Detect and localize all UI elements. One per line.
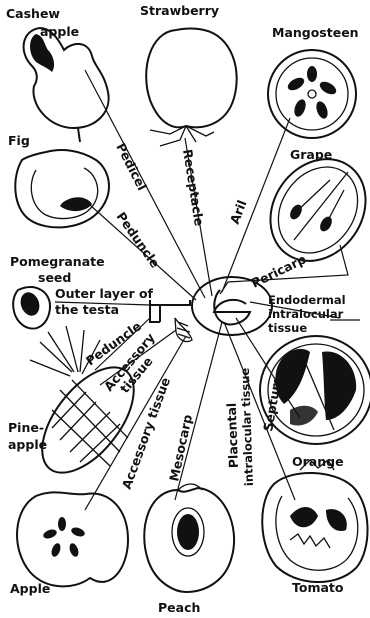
label-peach: Peach (158, 600, 200, 615)
cashew-apple-icon (24, 28, 109, 142)
label-receptacle: Receptacle (180, 148, 207, 227)
fig-icon (15, 150, 109, 227)
label-pine: Pine- (8, 420, 44, 435)
label-mesocarp: Mesocarp (166, 413, 195, 483)
label-outer-testa-2: the testa (55, 302, 119, 317)
label-mangosteen: Mangosteen (272, 25, 359, 40)
label-outer-testa: Outer layer of (55, 286, 154, 301)
label-pomegranate-seed: seed (38, 270, 71, 285)
peach-icon (144, 484, 234, 592)
label-aril: Aril (227, 198, 250, 226)
label-fig: Fig (8, 133, 30, 148)
label-cashew: Cashew (6, 6, 60, 21)
label-pomegranate: Pomegranate (10, 254, 105, 269)
label-grape: Grape (290, 147, 332, 162)
label-endodermal: Endodermal (268, 293, 346, 307)
mangosteen-icon (268, 50, 356, 138)
label-pedicel: Pedicel (113, 141, 150, 193)
strawberry-icon (146, 29, 236, 147)
label-endodermal-3: tissue (268, 321, 307, 335)
tomato-icon (262, 460, 367, 582)
label-apple: Apple (10, 581, 50, 596)
label-orange: Orange (292, 454, 344, 469)
label-pericarp: Pericarp (249, 251, 309, 290)
label-strawberry: Strawberry (140, 3, 219, 18)
pomegranate-seed-icon (13, 287, 50, 328)
label-tomato: Tomato (292, 580, 344, 595)
label-pineapple: apple (8, 437, 47, 452)
label-placental-2: intralocular tissue (238, 367, 256, 486)
label-placental: Placental (224, 403, 241, 469)
label-endodermal-2: intralocular (268, 307, 344, 321)
label-septum: Septum (260, 376, 284, 432)
label-cashew-apple: apple (40, 24, 79, 39)
label-peduncle-fig: Peduncle (114, 209, 163, 270)
apple-icon (17, 492, 128, 586)
